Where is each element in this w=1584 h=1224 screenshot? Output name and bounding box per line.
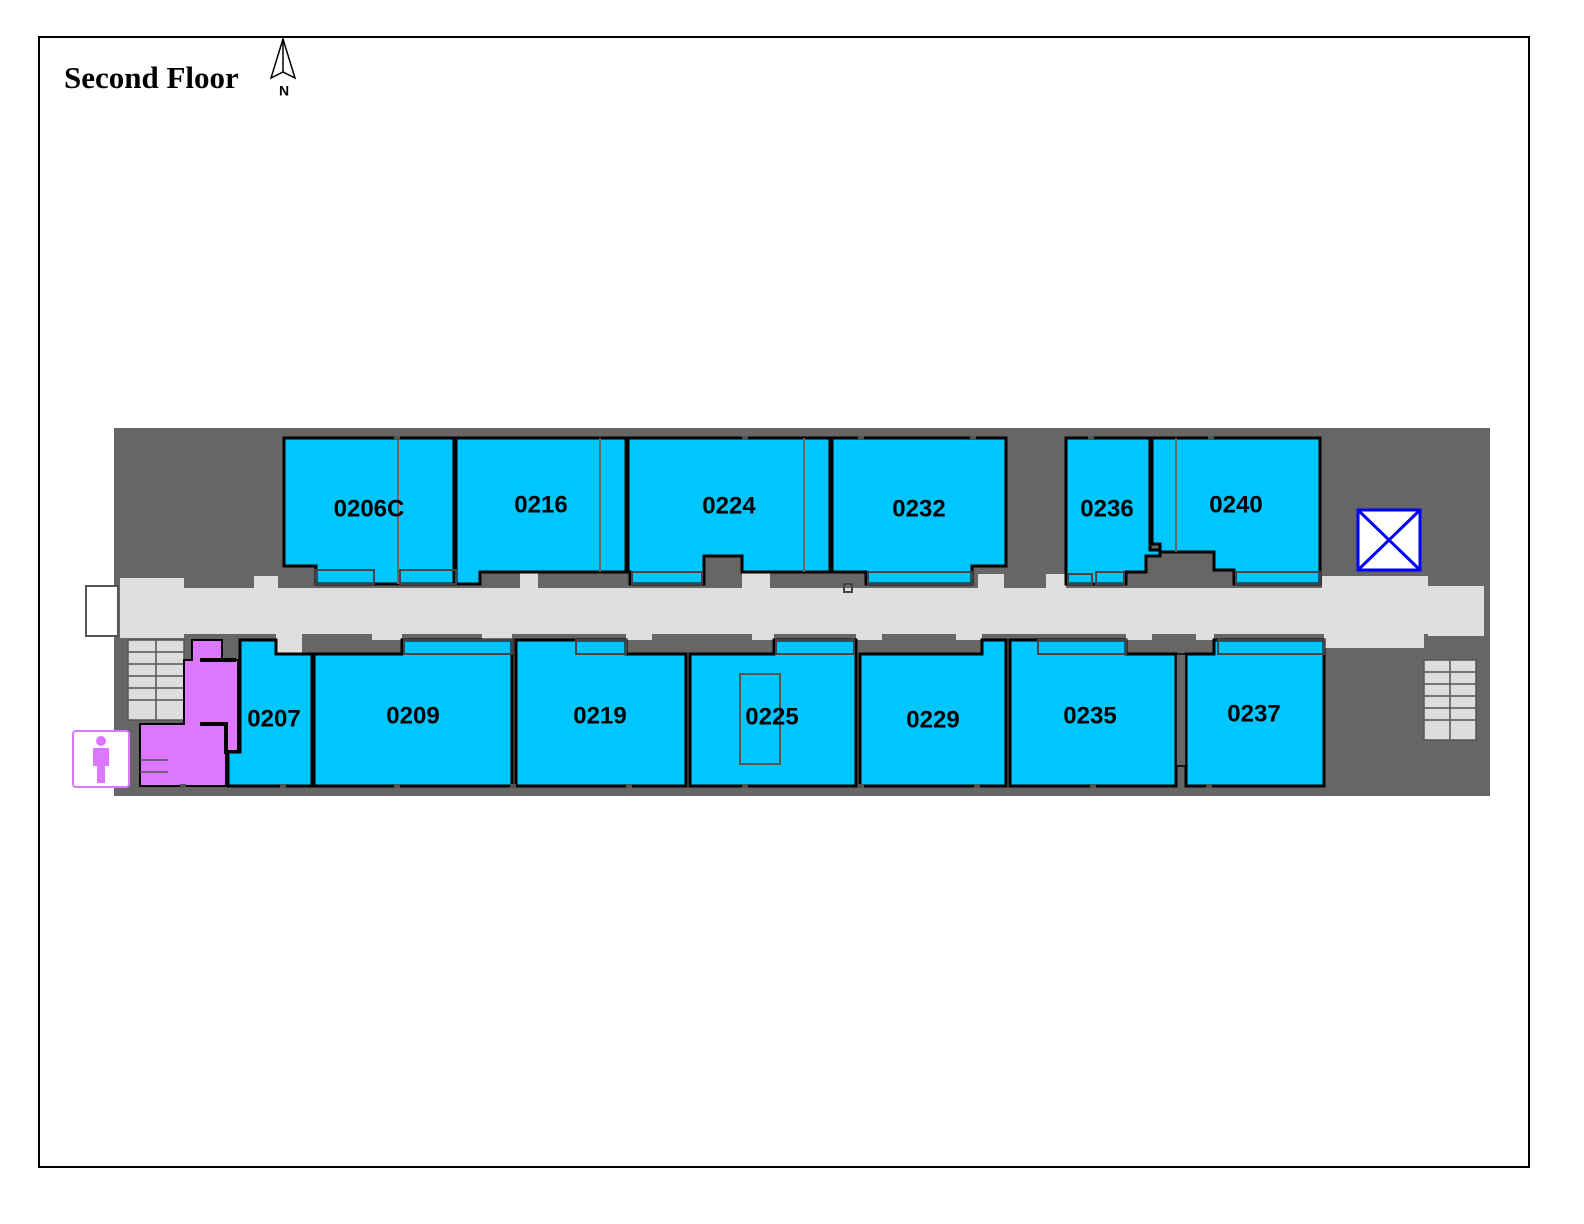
room-south-6[interactable]: 0237 xyxy=(1184,638,1326,788)
floor-title: Second Floor xyxy=(64,60,239,95)
room-north-3[interactable]: 0232 xyxy=(830,436,1008,586)
elevator-icon[interactable] xyxy=(1356,508,1422,572)
room-north-4[interactable]: 0236 xyxy=(1064,436,1162,586)
room-north-0[interactable]: 0206C xyxy=(282,436,456,586)
north-label: N xyxy=(279,83,289,99)
room-south-4[interactable]: 0229 xyxy=(858,638,1008,788)
map-frame xyxy=(38,36,1530,1168)
window-details xyxy=(315,569,1325,655)
door-markers xyxy=(180,436,1214,788)
room-south-0[interactable]: 0207 xyxy=(226,638,314,788)
west-stairwell[interactable] xyxy=(127,639,185,721)
west-exit-door[interactable] xyxy=(85,585,119,637)
room-south-5[interactable]: 0235 xyxy=(1008,638,1178,788)
east-stairwell[interactable] xyxy=(1423,659,1477,741)
room-north-1[interactable]: 0216 xyxy=(454,436,628,586)
room-south-2[interactable]: 0219 xyxy=(514,638,688,788)
restroom-man-icon xyxy=(72,730,130,788)
room-south-3[interactable]: 0225 xyxy=(688,638,858,788)
corridor xyxy=(120,572,1484,654)
north-arrow-icon: N xyxy=(269,36,297,99)
room-south-1[interactable]: 0209 xyxy=(312,638,514,788)
